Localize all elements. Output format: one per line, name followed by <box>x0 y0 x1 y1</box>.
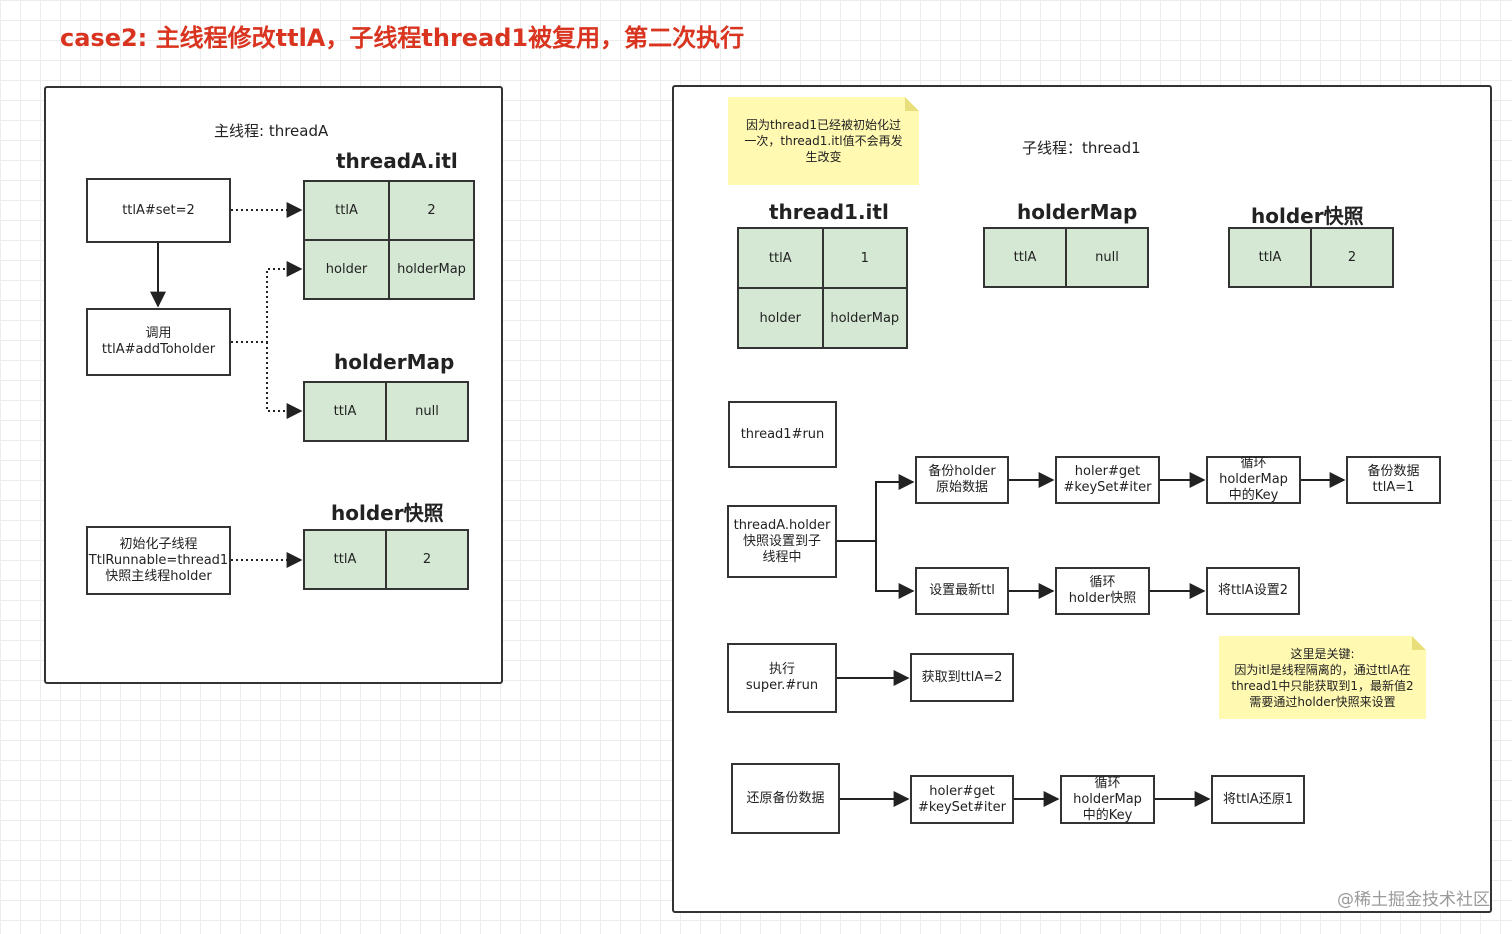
child-thread-label: 子线程：thread1 <box>1022 139 1141 157</box>
thread1-run-box: thread1#run <box>728 401 837 468</box>
child-holdermap-table: ttlA null <box>983 227 1149 288</box>
note-itl-unchanged: 因为thread1已经被初始化过 一次，thread1.itl值不会再发 生改变 <box>728 97 919 185</box>
table-cell: ttlA <box>985 229 1065 286</box>
threadA-itl-table: ttlA 2 holder holderMap <box>303 180 475 300</box>
set-ttl2-box: 将ttlA设置2 <box>1206 567 1300 615</box>
exec-run-box: 执行 super.#run <box>727 643 837 713</box>
init-child-thread-box: 初始化子线程 TtlRunnable=thread1 快照主线程holder <box>86 526 231 595</box>
thread1-itl-title: thread1.itl <box>769 200 889 224</box>
table-cell: ttlA <box>305 182 388 239</box>
table-cell: ttlA <box>305 383 385 440</box>
set-ttl-box: ttlA#set=2 <box>86 178 231 243</box>
main-thread-label: 主线程: threadA <box>214 122 329 140</box>
thread1-itl-table: ttlA 1 holder holderMap <box>737 227 908 349</box>
table-cell: 1 <box>823 229 906 287</box>
table-cell: ttlA <box>739 229 822 287</box>
table-cell: 2 <box>387 531 467 588</box>
loop-snapshot-box: 循环 holder快照 <box>1055 567 1150 615</box>
got-ttl2-box: 获取到ttlA=2 <box>910 653 1014 702</box>
restore-backup-box: 还原备份数据 <box>731 763 840 834</box>
backup-data-box: 备份数据 ttlA=1 <box>1346 456 1441 504</box>
main-holdermap-title: holderMap <box>334 350 455 374</box>
loop-holdermap-box-1: 循环 holderMap 中的Key <box>1206 456 1301 504</box>
add-to-holder-box: 调用 ttlA#addToholder <box>86 308 231 376</box>
set-snapshot-box: threadA.holder 快照设置到子 线程中 <box>727 505 837 578</box>
table-cell: null <box>1067 229 1147 286</box>
backup-holder-box: 备份holder 原始数据 <box>915 456 1009 504</box>
threadA-itl-title: threadA.itl <box>336 149 458 173</box>
table-cell: 2 <box>390 182 473 239</box>
table-cell: 2 <box>1312 229 1392 286</box>
table-cell: null <box>387 383 467 440</box>
note-key-point: 这里是关键: 因为itl是线程隔离的，通过ttlA在 thread1中只能获取到… <box>1219 636 1426 719</box>
table-cell: ttlA <box>1230 229 1310 286</box>
table-cell: holderMap <box>823 289 906 347</box>
child-holdermap-title: holderMap <box>1017 200 1138 224</box>
table-cell: ttlA <box>305 531 385 588</box>
main-snapshot-table: ttlA 2 <box>303 529 469 590</box>
main-snapshot-title: holder快照 <box>331 501 444 525</box>
set-latest-ttl-box: 设置最新ttl <box>915 567 1009 615</box>
table-cell: holder <box>739 289 822 347</box>
page-title: case2: 主线程修改ttlA，子线程thread1被复用，第二次执行 <box>60 24 745 52</box>
holer-get-box-1: holer#get #keySet#iter <box>1055 456 1160 504</box>
main-holdermap-table: ttlA null <box>303 381 469 442</box>
child-snapshot-table: ttlA 2 <box>1228 227 1394 288</box>
table-cell: holder <box>305 241 388 298</box>
child-snapshot-title: holder快照 <box>1251 204 1364 228</box>
restore-ttl1-box: 将ttlA还原1 <box>1211 775 1305 824</box>
watermark: @稀土掘金技术社区 <box>1337 890 1490 910</box>
table-cell: holderMap <box>390 241 473 298</box>
holer-get-box-2: holer#get #keySet#iter <box>910 775 1014 824</box>
loop-holdermap-box-2: 循环 holderMap 中的Key <box>1060 775 1155 824</box>
